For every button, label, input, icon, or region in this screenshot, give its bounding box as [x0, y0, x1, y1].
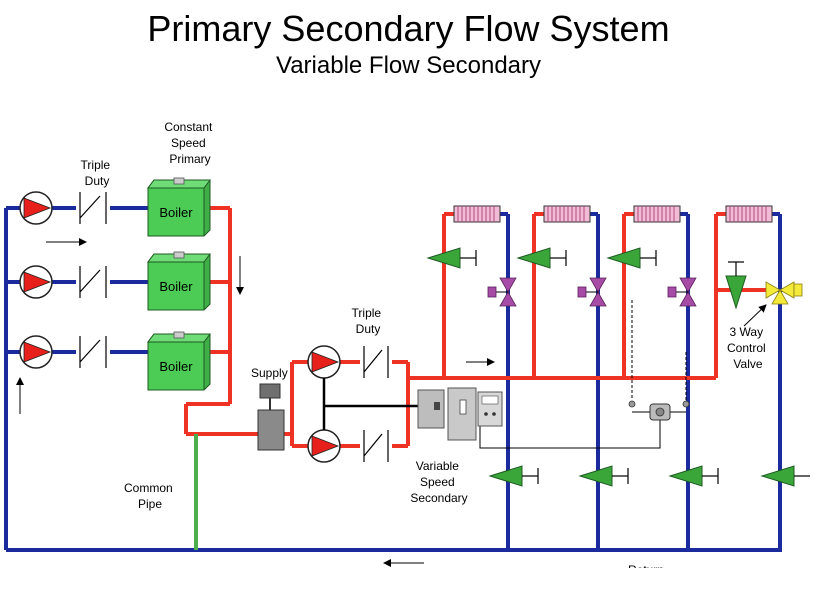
- boiler-label: Boiler: [159, 205, 193, 220]
- balancing-valve: [488, 465, 539, 487]
- balancing-valve: [426, 247, 477, 269]
- balancing-valve: [578, 465, 629, 487]
- diagram-title: Primary Secondary Flow System: [147, 8, 670, 49]
- balancing-valve: [516, 247, 567, 269]
- balancing-valve: [760, 465, 810, 487]
- three-way-valve-label: 3 Way Control Valve: [727, 325, 769, 371]
- primary-pump: [19, 265, 53, 299]
- triple-duty-left-label: Triple Duty: [81, 158, 114, 188]
- heating-coil: [543, 205, 591, 223]
- two-way-control-valve: [487, 277, 517, 307]
- common-pipe-label: Common Pipe: [124, 481, 176, 511]
- diagram-subtitle: Variable Flow Secondary: [275, 52, 542, 79]
- check-valve: [76, 192, 110, 224]
- secondary-pump: [307, 429, 341, 463]
- flow-arrows: [16, 238, 767, 567]
- three-way-control-valve: [765, 281, 803, 305]
- boiler-label: Boiler: [159, 359, 193, 374]
- heating-coil: [725, 205, 773, 223]
- secondary-pump: [307, 345, 341, 379]
- heating-coil: [633, 205, 681, 223]
- supply-sensor: [257, 383, 285, 451]
- check-valve: [76, 336, 110, 368]
- two-way-control-valve: [667, 277, 697, 307]
- balancing-valve: [668, 465, 719, 487]
- vfd-panel: [417, 387, 503, 441]
- check-valve: [360, 430, 392, 462]
- variable-speed-secondary-label: Variable Speed Secondary: [410, 459, 467, 505]
- constant-speed-primary-label: Constant Speed Primary: [164, 120, 215, 166]
- boiler-unit: Boiler: [147, 331, 211, 391]
- boiler-unit: Boiler: [147, 177, 211, 237]
- primary-pump: [19, 191, 53, 225]
- balancing-valve: [725, 261, 747, 310]
- balancing-valve: [606, 247, 657, 269]
- control-wiring: [322, 300, 687, 449]
- heating-coil: [453, 205, 501, 223]
- check-valve: [76, 266, 110, 298]
- supply-label: Supply: [251, 366, 288, 380]
- bottom-mask: [0, 568, 817, 589]
- primary-pump: [19, 335, 53, 369]
- two-way-control-valve: [577, 277, 607, 307]
- differential-pressure-sensor: [628, 400, 690, 421]
- boiler-unit: Boiler: [147, 251, 211, 311]
- check-valve: [360, 346, 392, 378]
- boiler-label: Boiler: [159, 279, 193, 294]
- triple-duty-mid-label: Triple Duty: [352, 306, 385, 336]
